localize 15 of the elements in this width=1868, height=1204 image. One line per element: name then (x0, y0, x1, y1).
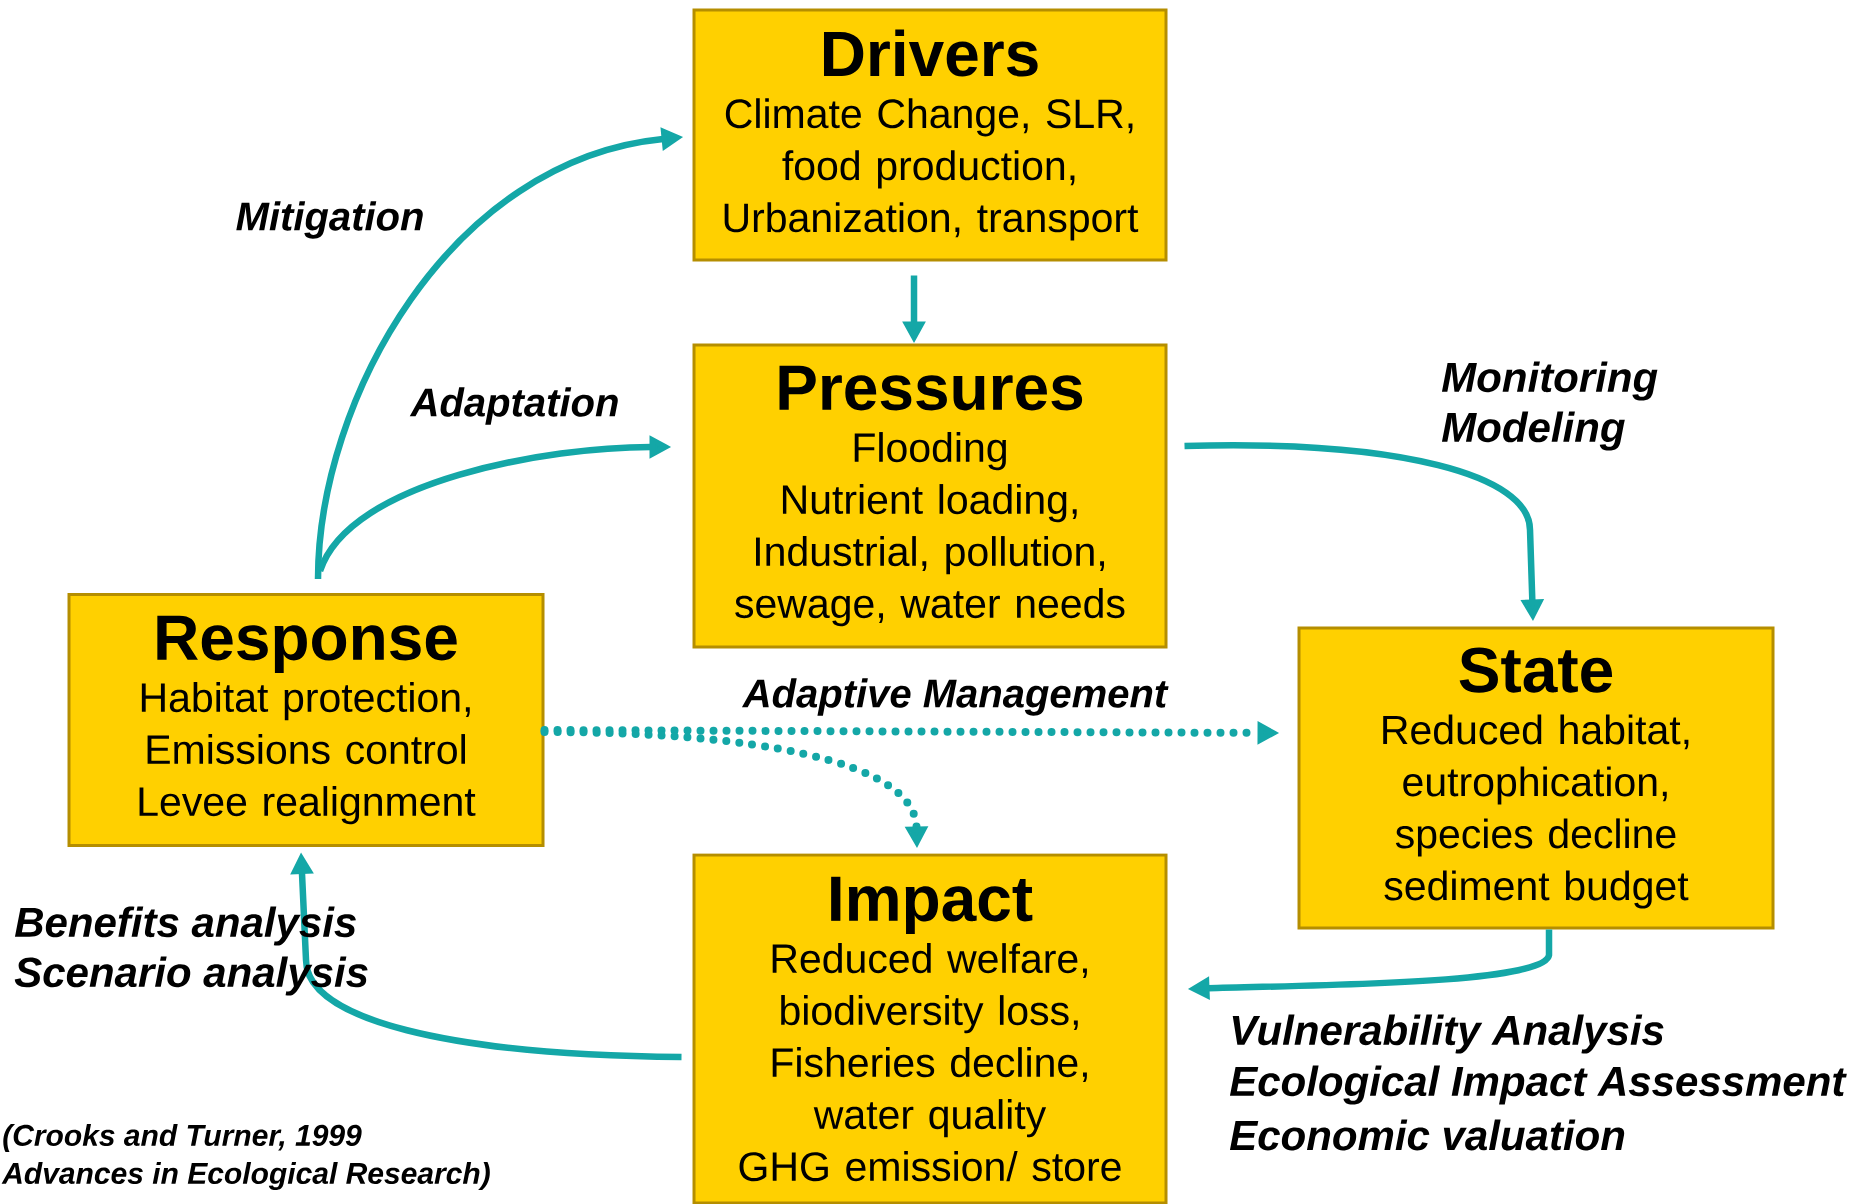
process-box: Pressures Flooding Nutrient loading, Industrial, pollution, sewage, water needs (692, 343, 1168, 649)
annotation-text: Economic valuation (1229, 1119, 1625, 1151)
citation-text: Advances in Ecological Research) (1, 1162, 490, 1190)
annotation-text: Vulnerability Analysis (1232, 1014, 1664, 1054)
annotation-text: Monitoring (1441, 361, 1658, 401)
edge-label: Adaptive Management (740, 676, 1170, 718)
annotation-text: Modeling (1441, 411, 1625, 451)
citation-text: (Crooks and Turner, 1999 (3, 1124, 362, 1152)
process-box: State Reduced habitat, eutrophication, species decline sediment budget (1297, 626, 1775, 930)
process-box: Response Habitat protection, Emissions control Levee realignment (67, 593, 545, 847)
annotation-text: Ecological Impact Assessment (1229, 1065, 1847, 1105)
process-box: Drivers Climate Change, SLR, food production, Urbanization, transport (692, 8, 1168, 262)
process-box: Impact Reduced welfare, biodiversity loss, Fisheries decline, water quality GHG emission/ store (692, 853, 1168, 1204)
edge-label: Adaptation (408, 385, 622, 427)
edge-label: Mitigation (233, 199, 427, 241)
